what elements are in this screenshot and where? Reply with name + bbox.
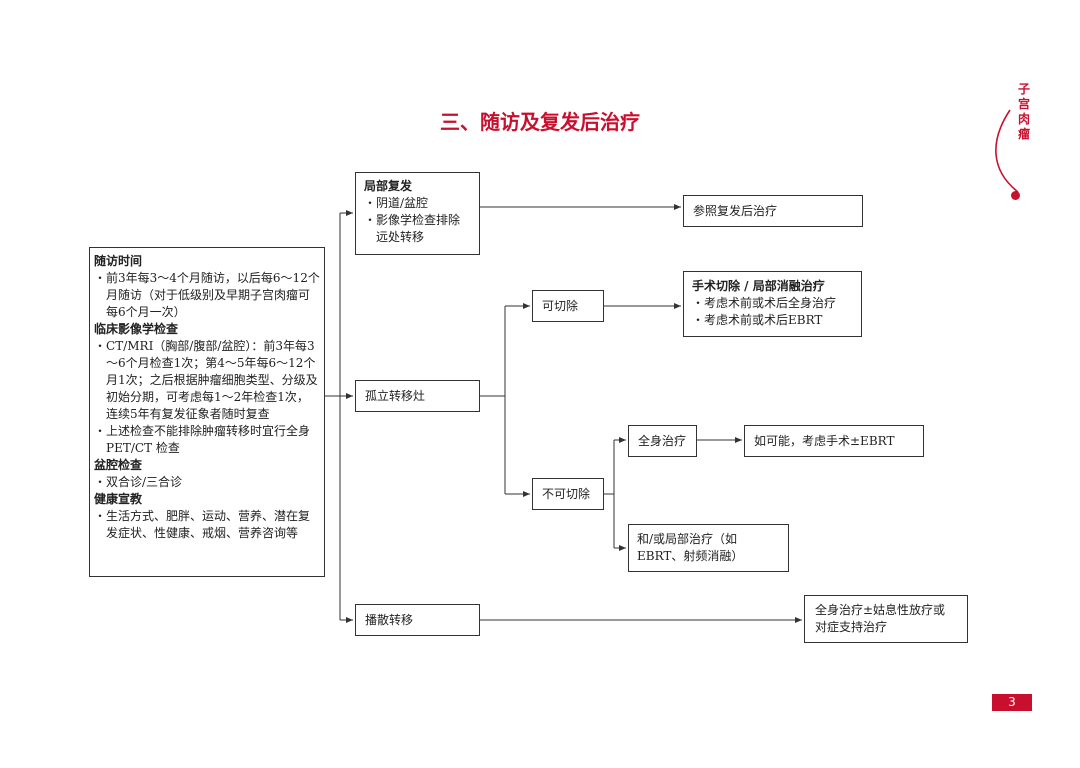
- followup-heading-pelvic: 盆腔检查: [94, 458, 143, 472]
- page-title: 三、随访及复发后治疗: [440, 110, 640, 134]
- page-number-badge: 3: [992, 694, 1032, 711]
- local-recurrence-heading: 局部复发: [364, 179, 413, 193]
- disseminated-target-box: 全身治疗±姑息性放疗或对症支持治疗: [804, 595, 968, 643]
- local-recurrence-item-2: 影像学检查排除远处转移: [364, 212, 471, 246]
- side-decoration-curve: [995, 109, 1019, 193]
- unresectable-box: 不可切除: [532, 478, 604, 510]
- followup-item-pet: 上述检查不能排除肿瘤转移时宜行全身PET/CT 检查: [94, 423, 320, 457]
- local-recurrence-item-1: 阴道/盆腔: [364, 195, 471, 212]
- followup-heading-education: 健康宣教: [94, 492, 143, 506]
- local-therapy-box: 和/或局部治疗（如EBRT、射频消融）: [628, 524, 789, 572]
- followup-box: 随访时间 前3年每3～4个月随访，以后每6～12个月随访（对于低级别及早期子宫肉…: [89, 247, 325, 577]
- local-recurrence-box: 局部复发 阴道/盆腔 影像学检查排除远处转移: [355, 172, 480, 255]
- followup-item-time: 前3年每3～4个月随访，以后每6～12个月随访（对于低级别及早期子宫肉瘤可每6个…: [94, 270, 320, 321]
- followup-item-education: 生活方式、肥胖、运动、营养、潜在复发症状、性健康、戒烟、营养咨询等: [94, 508, 320, 542]
- surgery-item-2: 考虑术前或术后EBRT: [692, 312, 853, 329]
- systemic-therapy-box: 全身治疗: [628, 425, 697, 457]
- side-label: 子宫肉瘤: [1017, 82, 1030, 141]
- surgery-box: 手术切除 / 局部消融治疗 考虑术前或术后全身治疗 考虑术前或术后EBRT: [683, 271, 862, 337]
- followup-heading-imaging: 临床影像学检查: [94, 322, 179, 336]
- side-dot: [1011, 191, 1020, 200]
- followup-item-imaging: CT/MRI（胸部/腹部/盆腔）：前3年每3～6个月检查1次；第4～5年每6～1…: [94, 338, 320, 423]
- isolated-metastasis-box: 孤立转移灶: [355, 380, 480, 412]
- surgery-heading: 手术切除 / 局部消融治疗: [692, 279, 825, 293]
- surgery-item-1: 考虑术前或术后全身治疗: [692, 295, 853, 312]
- disseminated-metastasis-box: 播散转移: [355, 604, 480, 636]
- followup-item-pelvic: 双合诊/三合诊: [94, 474, 320, 491]
- local-target-box: 参照复发后治疗: [683, 195, 863, 227]
- resectable-box: 可切除: [532, 290, 604, 322]
- followup-heading-time: 随访时间: [94, 254, 143, 268]
- systemic-next-box: 如可能，考虑手术±EBRT: [744, 425, 924, 457]
